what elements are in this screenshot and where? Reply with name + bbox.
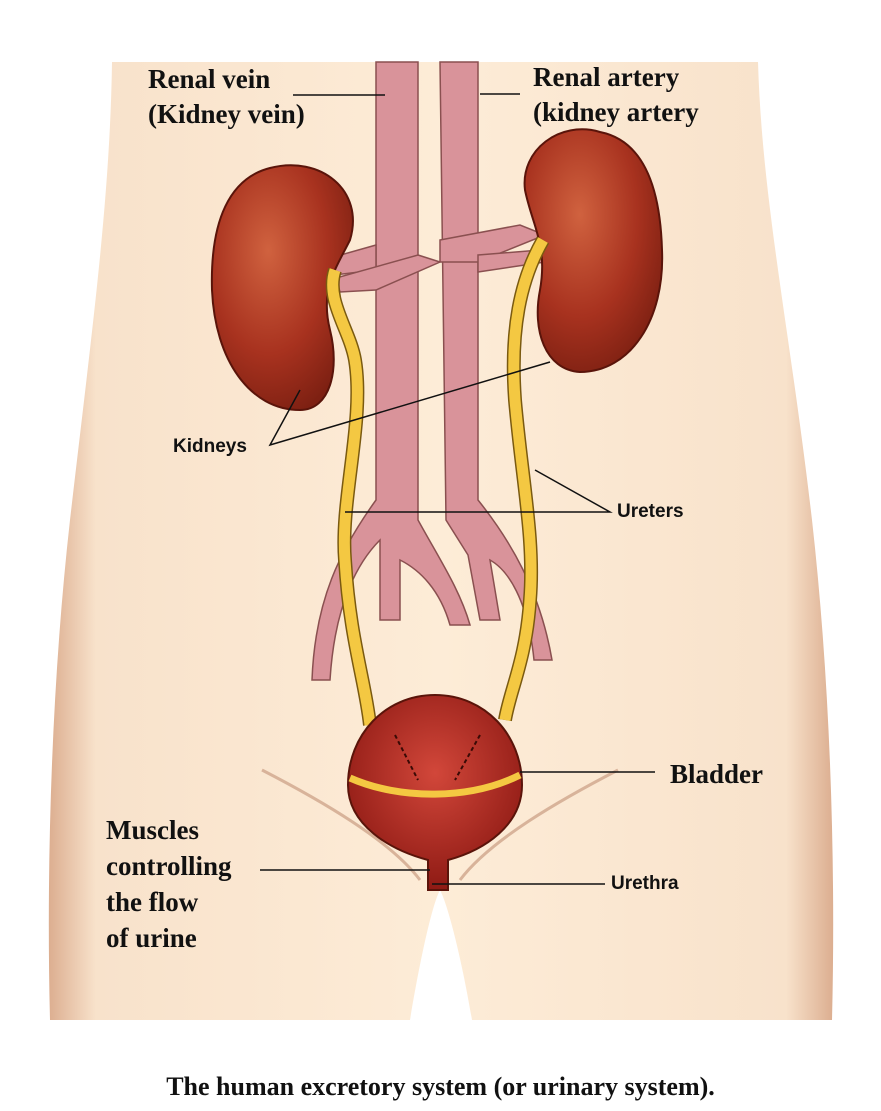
urethra-label: Urethra — [611, 873, 679, 894]
figure-caption: The human excretory system (or urinary s… — [166, 1072, 715, 1101]
left-kidney — [210, 164, 354, 412]
leader-lines — [260, 93, 655, 885]
ureters-label: Ureters — [617, 501, 684, 522]
renal-vein-label: Renal vein (Kidney vein) — [148, 62, 305, 132]
right-kidney — [523, 128, 664, 374]
renal-vein-label-line1: Renal vein — [148, 64, 271, 94]
left-ureter-fill — [327, 268, 376, 726]
muscles-label-line2: controlling — [106, 851, 232, 881]
bladder-muscle-band — [348, 771, 522, 798]
renal-vein-label-line2: (Kidney vein) — [148, 99, 305, 129]
renal-artery-label-line1: Renal artery — [533, 62, 680, 92]
muscles-label-line3: the flow — [106, 887, 199, 917]
right-ureter-fill — [499, 237, 548, 721]
bladder-label: Bladder — [670, 759, 764, 789]
renal-artery-label-line2: (kidney artery — [533, 97, 699, 127]
muscles-label-line4: of urine — [106, 923, 197, 953]
muscles-label-line1: Muscles — [106, 815, 199, 845]
renal-artery-label: Renal artery (kidney artery — [533, 60, 699, 130]
kidneys-label: Kidneys — [173, 436, 247, 457]
muscles-label: Muscles controlling the flow of urine — [106, 812, 232, 956]
groin-line — [261, 768, 619, 881]
